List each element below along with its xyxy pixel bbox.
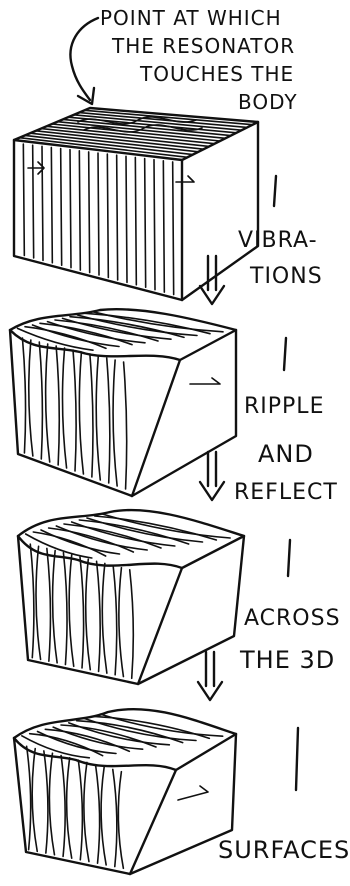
grain-line bbox=[107, 358, 110, 483]
grain-line bbox=[97, 561, 101, 671]
grain-line bbox=[80, 557, 84, 668]
grain-line bbox=[61, 756, 65, 857]
grain-line bbox=[29, 340, 33, 456]
grain-line bbox=[96, 765, 100, 863]
grain-line bbox=[63, 553, 67, 665]
grain-line bbox=[56, 346, 59, 465]
label-across: ACROSS bbox=[244, 608, 341, 630]
grain-line bbox=[73, 350, 76, 471]
grain-line bbox=[30, 544, 34, 658]
grain-line bbox=[96, 356, 100, 480]
grain-line bbox=[135, 157, 136, 284]
grain-line bbox=[163, 161, 164, 292]
grain-line bbox=[27, 746, 31, 849]
grain-line bbox=[145, 159, 146, 288]
grain-line bbox=[86, 559, 91, 670]
grain-line bbox=[79, 151, 80, 270]
grain-line bbox=[119, 568, 124, 677]
grain-line bbox=[51, 147, 52, 262]
grain-line bbox=[130, 570, 134, 678]
title-line-4: BODY bbox=[238, 92, 298, 112]
box-deformed-surface bbox=[14, 709, 236, 874]
grain-line bbox=[98, 153, 99, 275]
grain-line bbox=[89, 152, 90, 273]
grain-line bbox=[46, 344, 50, 462]
grain-line bbox=[44, 751, 48, 853]
title-line-3: TOUCHES THE bbox=[140, 64, 294, 84]
grain-line bbox=[102, 563, 107, 673]
grain-line bbox=[126, 156, 127, 282]
grain-line bbox=[118, 772, 123, 869]
grain-line bbox=[32, 749, 37, 852]
grain-line bbox=[42, 146, 43, 260]
divider-line-4 bbox=[296, 728, 298, 790]
grain-line bbox=[173, 162, 174, 295]
label-reflect: REFLECT bbox=[234, 482, 338, 504]
box-wavy-surface bbox=[18, 510, 244, 684]
divider-line-2 bbox=[284, 338, 286, 370]
grain-line bbox=[62, 348, 66, 468]
grain-line bbox=[47, 548, 51, 661]
divider-line-1 bbox=[274, 176, 276, 206]
label-vibra: VIBRA- bbox=[238, 230, 318, 252]
grain-line bbox=[113, 360, 117, 486]
grain-line bbox=[33, 145, 34, 258]
grain-line bbox=[61, 149, 62, 266]
label-and: AND bbox=[258, 442, 314, 466]
grain-line bbox=[22, 338, 25, 453]
grain-line bbox=[113, 769, 117, 866]
grain-line bbox=[154, 160, 155, 290]
label-the3d: THE 3D bbox=[240, 648, 335, 672]
grain-line bbox=[69, 555, 74, 666]
label-ripple: RIPPLE bbox=[244, 396, 324, 418]
grain-line bbox=[113, 566, 117, 675]
title-line-1: POINT AT WHICH bbox=[100, 8, 282, 28]
box-flat-surface bbox=[14, 108, 258, 300]
grain-line bbox=[117, 155, 118, 280]
grain-line bbox=[124, 362, 127, 489]
down-arrow-icon bbox=[200, 452, 224, 500]
grain-line bbox=[78, 760, 82, 860]
grain-line bbox=[49, 753, 54, 855]
box-rippled-surface bbox=[10, 309, 236, 496]
grain-line bbox=[101, 767, 106, 865]
label-tions: TIONS bbox=[250, 266, 323, 288]
grain-line bbox=[107, 154, 108, 277]
grain-line bbox=[67, 758, 72, 858]
grain-line bbox=[36, 546, 41, 659]
grain-line bbox=[70, 150, 71, 268]
grain-line bbox=[39, 342, 42, 459]
curved-arrow-icon bbox=[70, 18, 98, 104]
divider-line-3 bbox=[288, 540, 290, 576]
grain-line bbox=[90, 354, 93, 477]
grain-line bbox=[53, 551, 58, 663]
grain-line bbox=[84, 762, 89, 861]
title-line-2: THE RESONATOR bbox=[112, 36, 295, 56]
grain-line bbox=[23, 144, 24, 255]
down-arrow-icon bbox=[198, 652, 222, 700]
label-surfaces: SURFACES bbox=[218, 838, 350, 862]
grain-line bbox=[79, 352, 83, 474]
